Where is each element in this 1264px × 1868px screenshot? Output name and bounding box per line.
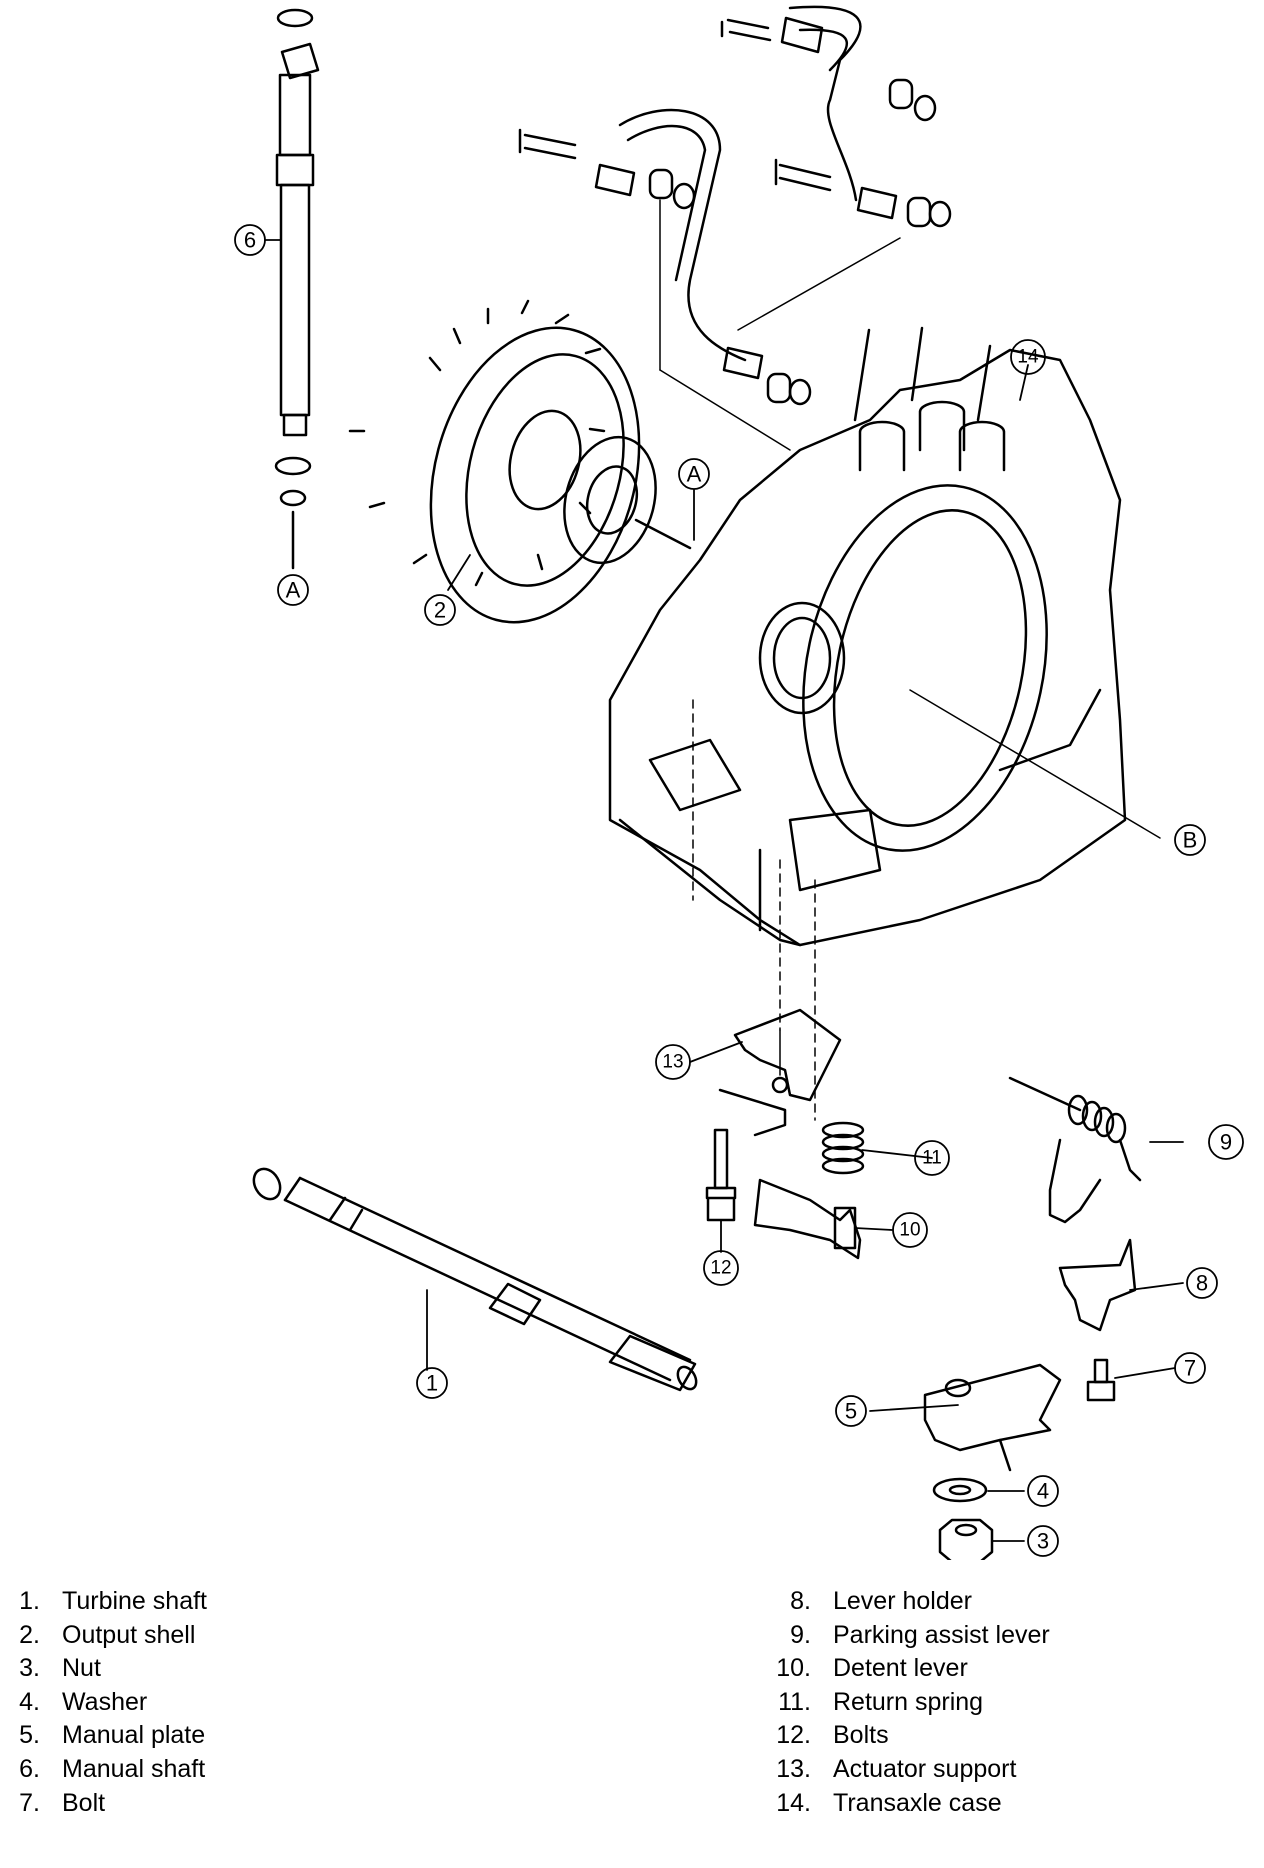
legend-number: 14. — [776, 1788, 811, 1817]
callout-3: 3 — [1037, 1529, 1049, 1554]
legend-number: 8. — [790, 1587, 811, 1615]
manual-shaft — [274, 8, 320, 570]
legend-number: 5. — [19, 1721, 40, 1750]
legend-number: 2. — [19, 1620, 40, 1649]
legend-label: Parking assist lever — [833, 1620, 1050, 1649]
legend-label: Bolts — [833, 1721, 889, 1750]
legend-item: 6. Manual shaft — [14, 1753, 207, 1787]
legend-item: 2. Output shell — [14, 1619, 207, 1653]
legend-label: Output shell — [62, 1620, 196, 1649]
turbine-shaft — [252, 1167, 698, 1392]
legend-item: 11. Return spring — [763, 1686, 1050, 1720]
callout-9: 9 — [1220, 1130, 1232, 1155]
legend-item: 9. Parking assist lever — [763, 1619, 1050, 1653]
legend-label: Bolt — [62, 1788, 106, 1817]
output-shell — [348, 299, 657, 624]
legend-label: Turbine shaft — [62, 1587, 207, 1615]
return-spring — [821, 1121, 865, 1175]
bolts — [705, 1128, 737, 1222]
parts-legend-right: 8. Lever holder 9. Parking assist lever 10… — [763, 1585, 1050, 1820]
legend-number: 3. — [19, 1654, 40, 1683]
transaxle-case — [608, 326, 1127, 947]
callout-b: B — [1183, 828, 1198, 853]
legend-item: 5. Manual plate — [14, 1719, 207, 1753]
legend-label: Lever holder — [833, 1587, 972, 1615]
legend-label: Detent lever — [833, 1654, 968, 1683]
legend-item: 8. Lever holder — [763, 1585, 1050, 1619]
legend-number: 11. — [778, 1687, 811, 1716]
legend-label: Return spring — [833, 1687, 984, 1716]
legend-number: 7. — [19, 1788, 40, 1817]
actuator-support — [718, 1008, 842, 1137]
callout-12: 12 — [710, 1258, 731, 1279]
legend-number: 10. — [776, 1654, 811, 1683]
callout-a-top: A — [687, 462, 702, 487]
legend-label: Nut — [62, 1654, 101, 1683]
legend-number: 9. — [790, 1620, 811, 1649]
legend-item: 13. Actuator support — [763, 1753, 1050, 1787]
callout-13: 13 — [662, 1052, 683, 1073]
callout-5: 5 — [845, 1399, 857, 1424]
legend-number: 1. — [19, 1587, 40, 1615]
lever-holder — [1058, 1238, 1137, 1332]
exploded-diagram: 1 2 3 4 5 6 7 8 9 10 11 12 13 14 A A B — [234, 5, 1244, 1560]
legend-label: Manual shaft — [62, 1754, 206, 1783]
legend-item: 1. Turbine shaft — [14, 1585, 207, 1619]
callout-1: 1 — [426, 1371, 438, 1396]
legend-label: Transaxle case — [833, 1788, 1002, 1817]
legend-label: Actuator support — [833, 1754, 1017, 1783]
callout-7: 7 — [1184, 1356, 1196, 1381]
legend-item: 12. Bolts — [763, 1719, 1050, 1753]
callout-11: 11 — [922, 1148, 942, 1169]
bolt — [1086, 1358, 1116, 1402]
callout-14: 14 — [1017, 347, 1039, 368]
callout-6: 6 — [244, 228, 256, 253]
legend-item: 10. Detent lever — [763, 1652, 1050, 1686]
callout-10: 10 — [899, 1220, 920, 1241]
legend-item: 14. Transaxle case — [763, 1787, 1050, 1821]
callout-2: 2 — [434, 598, 446, 623]
washer — [932, 1477, 988, 1503]
manual-plate — [923, 1363, 1062, 1472]
oil-pipes — [518, 5, 952, 406]
callout-8: 8 — [1196, 1271, 1208, 1296]
legend-number: 12. — [776, 1721, 811, 1750]
nut — [938, 1518, 994, 1560]
detent-lever — [753, 1178, 862, 1260]
legend-item: 4. Washer — [14, 1686, 207, 1720]
legend-number: 4. — [19, 1687, 40, 1716]
parking-assist-lever — [1008, 1076, 1142, 1224]
callout-4: 4 — [1037, 1479, 1049, 1504]
callout-a-bottom: A — [286, 578, 301, 603]
parts-legend-left: 1. Turbine shaft 2. Output shell 3. Nut 4. W… — [14, 1585, 207, 1820]
legend-label: Washer — [62, 1687, 148, 1716]
legend-label: Manual plate — [62, 1721, 206, 1750]
legend-item: 7. Bolt — [14, 1787, 207, 1821]
legend-item: 3. Nut — [14, 1652, 207, 1686]
legend-number: 6. — [19, 1754, 40, 1783]
legend-number: 13. — [776, 1754, 811, 1783]
